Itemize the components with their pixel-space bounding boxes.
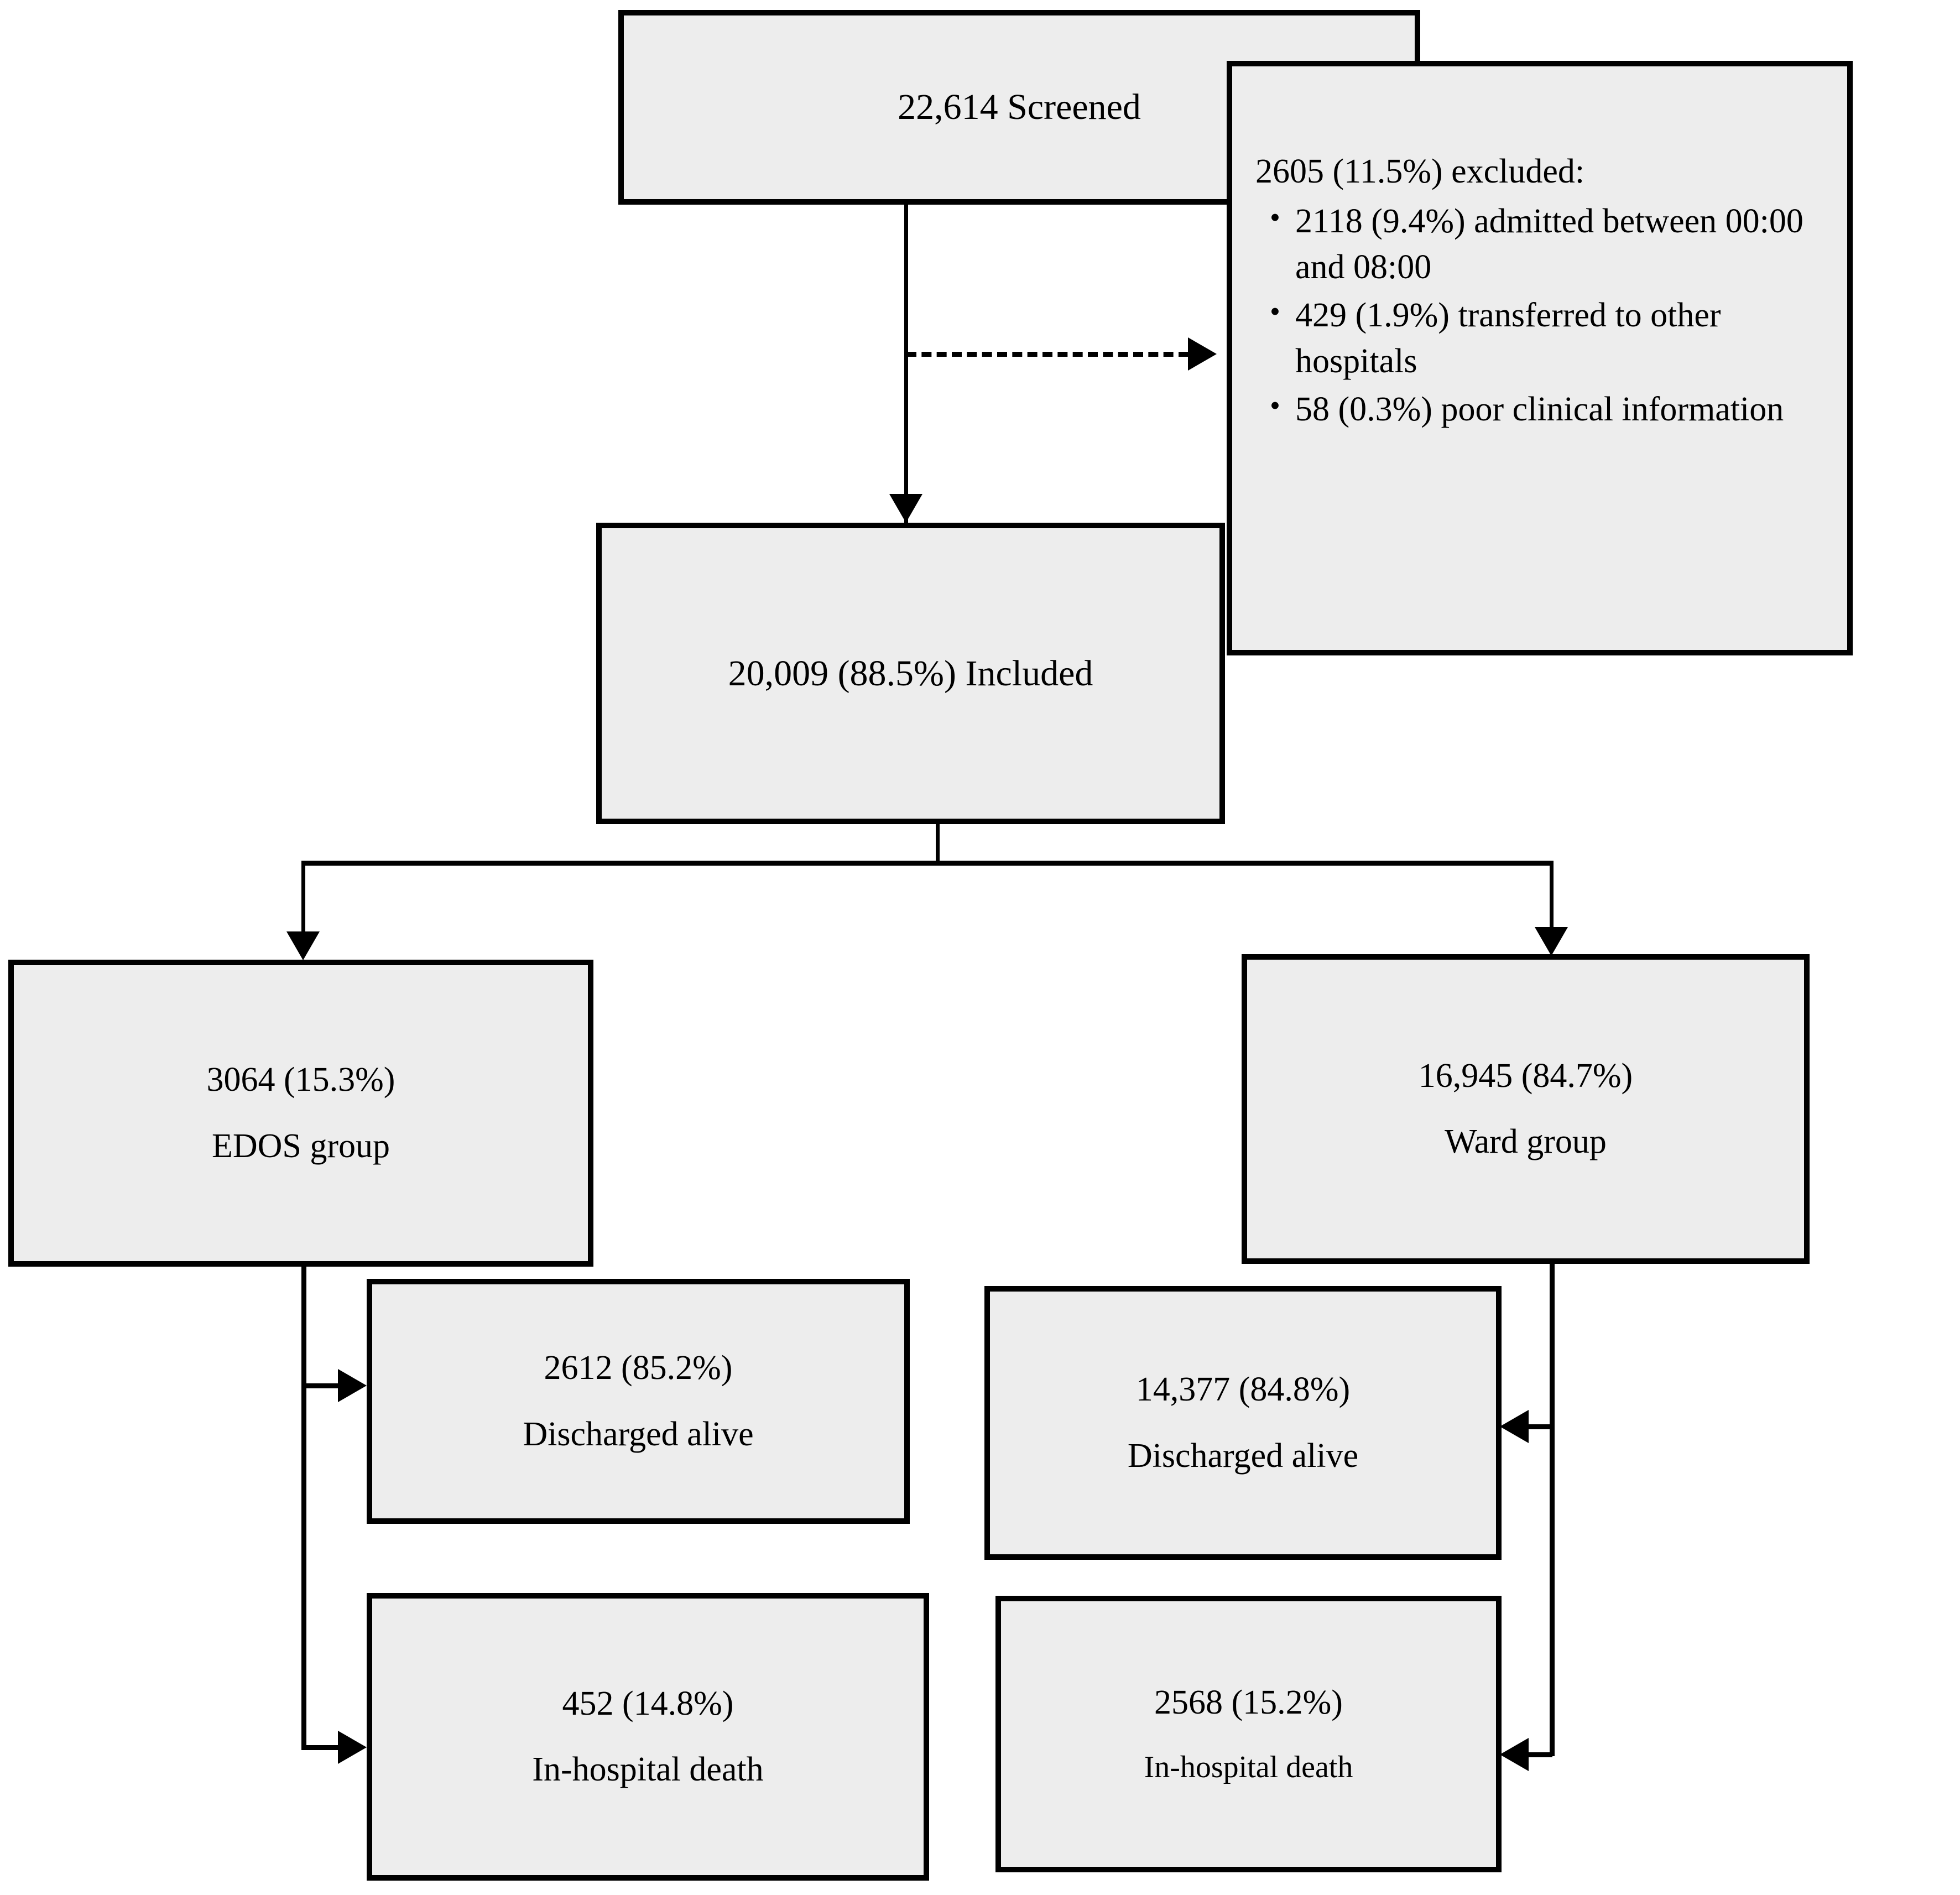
edos-group-name: EDOS group (211, 1127, 390, 1165)
edge-included-bus (301, 861, 1554, 866)
edge-bus-to-ward (1550, 861, 1554, 935)
arrowhead-down-included (889, 494, 922, 523)
included-label: 20,009 (88.5%) Included (728, 653, 1093, 694)
node-included[interactable]: 20,009 (88.5%) Included (596, 523, 1225, 824)
node-edos-in-hospital-death[interactable]: 452 (14.8%) In-hospital death (367, 1593, 929, 1881)
screened-label: 22,614 Screened (898, 87, 1141, 128)
node-ward-group[interactable]: 16,945 (84.7%) Ward group (1242, 954, 1810, 1264)
edge-included-stem (936, 824, 940, 864)
node-ward-discharged-alive[interactable]: 14,377 (84.8%) Discharged alive (984, 1286, 1502, 1560)
edge-edos-to-discharged (301, 1383, 340, 1388)
arrowhead-down-edos (286, 931, 320, 960)
node-edos-group[interactable]: 3064 (15.3%) EDOS group (8, 960, 593, 1267)
node-edos-discharged-alive[interactable]: 2612 (85.2%) Discharged alive (367, 1279, 910, 1524)
edge-ward-to-discharged (1528, 1424, 1552, 1429)
node-excluded[interactable]: 2605 (11.5%) excluded: 2118 (9.4%) admit… (1227, 61, 1853, 655)
ward-death-count: 2568 (15.2%) (1154, 1684, 1343, 1722)
ward-death-name: In-hospital death (1144, 1750, 1353, 1784)
edos-discharged-name: Discharged alive (523, 1415, 754, 1453)
edge-screened-to-excluded (906, 352, 1188, 357)
edos-discharged-count: 2612 (85.2%) (544, 1349, 733, 1387)
arrowhead-left-ward-death (1500, 1738, 1529, 1771)
arrowhead-right-edos-discharged (338, 1369, 367, 1402)
excluded-reason-item: 2118 (9.4%) admitted between 00:00 and 0… (1270, 197, 1831, 290)
node-ward-in-hospital-death[interactable]: 2568 (15.2%) In-hospital death (995, 1596, 1502, 1872)
ward-discharged-count: 14,377 (84.8%) (1135, 1371, 1351, 1409)
edge-bus-to-edos (301, 861, 305, 939)
edge-screened-to-included (904, 205, 908, 523)
edge-ward-to-death (1528, 1752, 1552, 1757)
edos-group-count: 3064 (15.3%) (206, 1061, 395, 1099)
edos-death-count: 452 (14.8%) (562, 1684, 734, 1722)
excluded-reason-item: 429 (1.9%) transferred to other hospital… (1270, 291, 1831, 384)
ward-discharged-name: Discharged alive (1127, 1436, 1359, 1475)
excluded-heading: 2605 (11.5%) excluded: (1255, 153, 1585, 190)
arrowhead-right-edos-death (338, 1731, 367, 1764)
arrowhead-down-ward (1535, 927, 1568, 956)
edge-ward-trunk (1550, 1264, 1555, 1756)
arrowhead-right-excluded (1188, 337, 1217, 371)
excluded-reason-list: 2118 (9.4%) admitted between 00:00 and 0… (1255, 197, 1831, 435)
excluded-reason-item: 58 (0.3%) poor clinical information (1270, 386, 1831, 433)
edge-edos-to-death (301, 1745, 340, 1750)
edge-edos-trunk (301, 1267, 306, 1749)
arrowhead-left-ward-discharged (1500, 1410, 1529, 1443)
ward-group-name: Ward group (1445, 1123, 1607, 1160)
ward-group-count: 16,945 (84.7%) (1418, 1056, 1633, 1095)
edos-death-name: In-hospital death (532, 1751, 764, 1788)
